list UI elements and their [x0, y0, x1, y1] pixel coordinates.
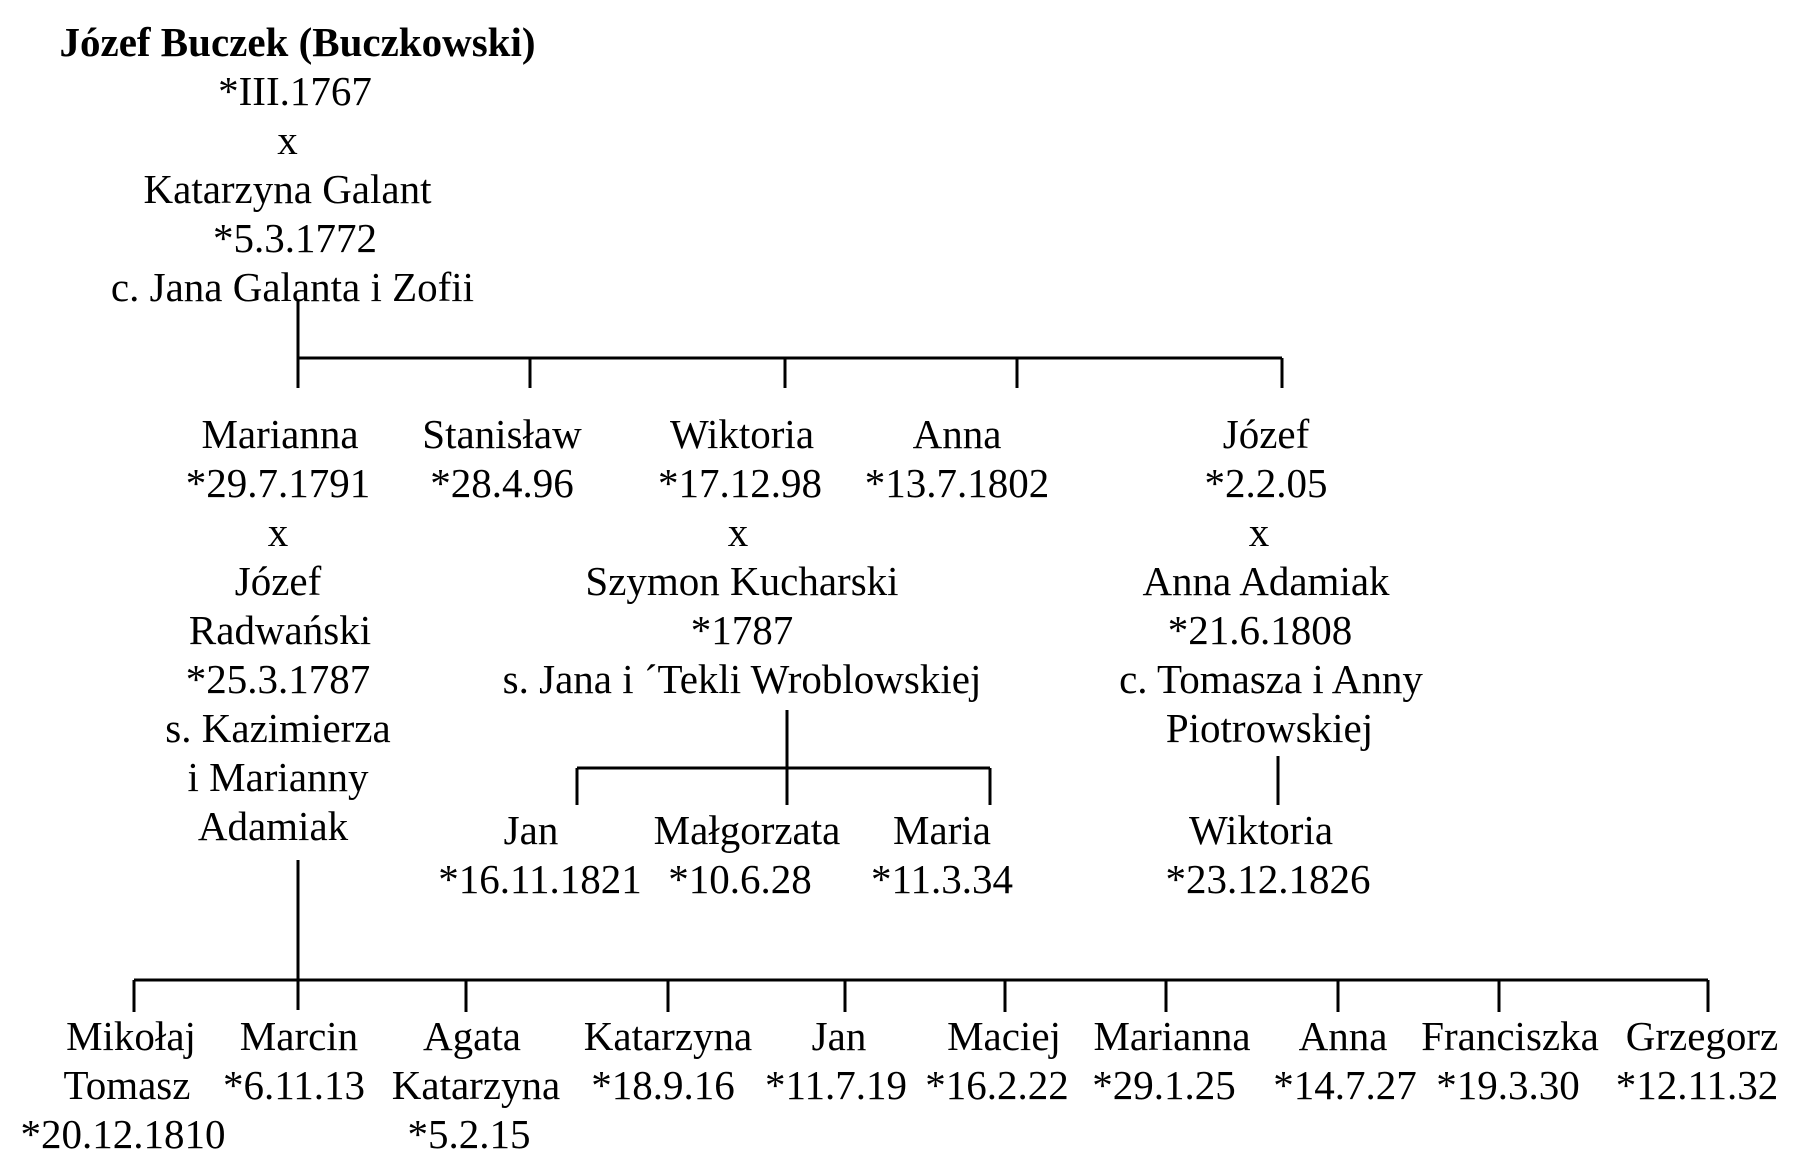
person-line: Wiktoria [669, 411, 815, 457]
person-line: *19.3.30 [1436, 1062, 1580, 1108]
person-line: *13.7.1802 [864, 460, 1050, 506]
root-line: x [277, 117, 298, 163]
person-line: Katarzyna [583, 1013, 753, 1059]
root-line: Katarzyna Galant [143, 166, 432, 212]
person-stanislaw: Stanisław *28.4.96 [422, 410, 581, 508]
person-maciej: Maciej *16.2.22 [925, 1012, 1069, 1110]
person-line: *1787 [690, 607, 794, 653]
person-line: Adamiak [197, 803, 349, 849]
person-line: Wiktoria [1188, 807, 1334, 853]
person-line: *10.6.28 [668, 856, 812, 902]
person-wiktoria-2: Wiktoria *23.12.1826 [1166, 806, 1371, 904]
person-line: *18.9.16 [591, 1062, 735, 1108]
person-line: c. Tomasza i Anny [1119, 656, 1423, 702]
person-line: s. Kazimierza [165, 705, 391, 751]
person-line: *21.6.1808 [1167, 607, 1353, 653]
person-line: Franciszka [1421, 1013, 1599, 1059]
person-jan-2: Jan *11.7.19 [765, 1012, 907, 1110]
person-malgorzata: Małgorzata *10.6.28 [654, 806, 841, 904]
person-line: *12.11.32 [1615, 1062, 1779, 1108]
person-line: *20.12.1810 [20, 1111, 226, 1157]
person-line: *17.12.98 [657, 460, 822, 506]
person-marianna-2: Marianna *29.1.25 [1092, 1012, 1251, 1110]
person-line: *28.4.96 [430, 460, 574, 506]
person-franciszka: Franciszka *19.3.30 [1417, 1012, 1599, 1110]
person-line: *5.2.15 [407, 1111, 531, 1157]
person-line: Tomasz [63, 1062, 191, 1108]
person-marcin: Marcin *6.11.13 [223, 1012, 365, 1110]
person-line: x [727, 509, 749, 555]
person-line: *6.11.13 [223, 1062, 365, 1108]
root-line: *5.3.1772 [212, 215, 377, 261]
person-marianna: Marianna *29.7.1791 x Józef Radwański *2… [165, 410, 390, 851]
person-line: x [267, 509, 289, 555]
person-root: Józef Buczek (Buczkowski) *III.1767 x Ka… [59, 18, 535, 312]
person-line: Józef [234, 558, 322, 604]
person-line: Jan [503, 807, 559, 853]
person-jan: Jan *16.11.1821 [438, 806, 641, 904]
person-line: *25.3.1787 [185, 656, 371, 702]
person-grzegorz: Grzegorz *12.11.32 [1616, 1012, 1779, 1110]
person-maria: Maria *11.3.34 [871, 806, 1013, 904]
person-line: Stanisław [422, 411, 582, 457]
person-line: x [1248, 509, 1270, 555]
person-line: *14.7.27 [1273, 1062, 1417, 1108]
person-line: *16.11.1821 [438, 856, 642, 902]
person-line: Agata [423, 1013, 521, 1059]
person-line: Mikołaj [66, 1013, 196, 1059]
person-line: Marianna [1093, 1013, 1251, 1059]
person-line: *29.7.1791 [185, 460, 371, 506]
person-line: s. Jana i ´Tekli Wroblowskiej [502, 656, 982, 702]
person-wiktoria: Wiktoria *17.12.98 x Szymon Kucharski *1… [503, 410, 982, 704]
person-line: i Marianny [187, 754, 369, 800]
person-mikolaj: Mikołaj Tomasz *20.12.1810 [21, 1012, 226, 1159]
person-line: *29.1.25 [1092, 1062, 1236, 1108]
person-line: Anna Adamiak [1142, 558, 1390, 604]
person-line: Marianna [201, 411, 359, 457]
root-line: *III.1767 [218, 68, 372, 114]
person-line: Małgorzata [653, 807, 841, 853]
person-line: *11.3.34 [871, 856, 1013, 902]
person-line: Katarzyna [391, 1062, 561, 1108]
person-line: *11.7.19 [765, 1062, 907, 1108]
person-line: Anna [912, 411, 1002, 457]
person-line: *23.12.1826 [1165, 856, 1371, 902]
person-anna: Anna *13.7.1802 [865, 410, 1050, 508]
person-katarzyna: Katarzyna *18.9.16 [584, 1012, 752, 1110]
person-line: Anna [1298, 1013, 1388, 1059]
person-line: Piotrowskiej [1165, 705, 1374, 751]
person-line: Józef [1222, 411, 1310, 457]
person-line: Maciej [947, 1013, 1061, 1059]
root-line: c. Jana Galanta i Zofii [110, 264, 475, 310]
person-jozef: Józef *2.2.05 x Anna Adamiak *21.6.1808 … [1109, 410, 1423, 753]
person-line: *2.2.05 [1204, 460, 1328, 506]
person-agata: Agata Katarzyna *5.2.15 [392, 1012, 560, 1159]
person-line: Jan [811, 1013, 867, 1059]
person-anna-2: Anna *14.7.27 [1273, 1012, 1417, 1110]
person-line: Grzegorz [1625, 1013, 1779, 1059]
person-line: Radwański [188, 607, 372, 653]
root-name: Józef Buczek (Buczkowski) [59, 19, 536, 65]
person-line: *16.2.22 [925, 1062, 1069, 1108]
person-line: Maria [893, 807, 991, 853]
person-line: Szymon Kucharski [585, 558, 899, 604]
person-line: Marcin [239, 1013, 359, 1059]
